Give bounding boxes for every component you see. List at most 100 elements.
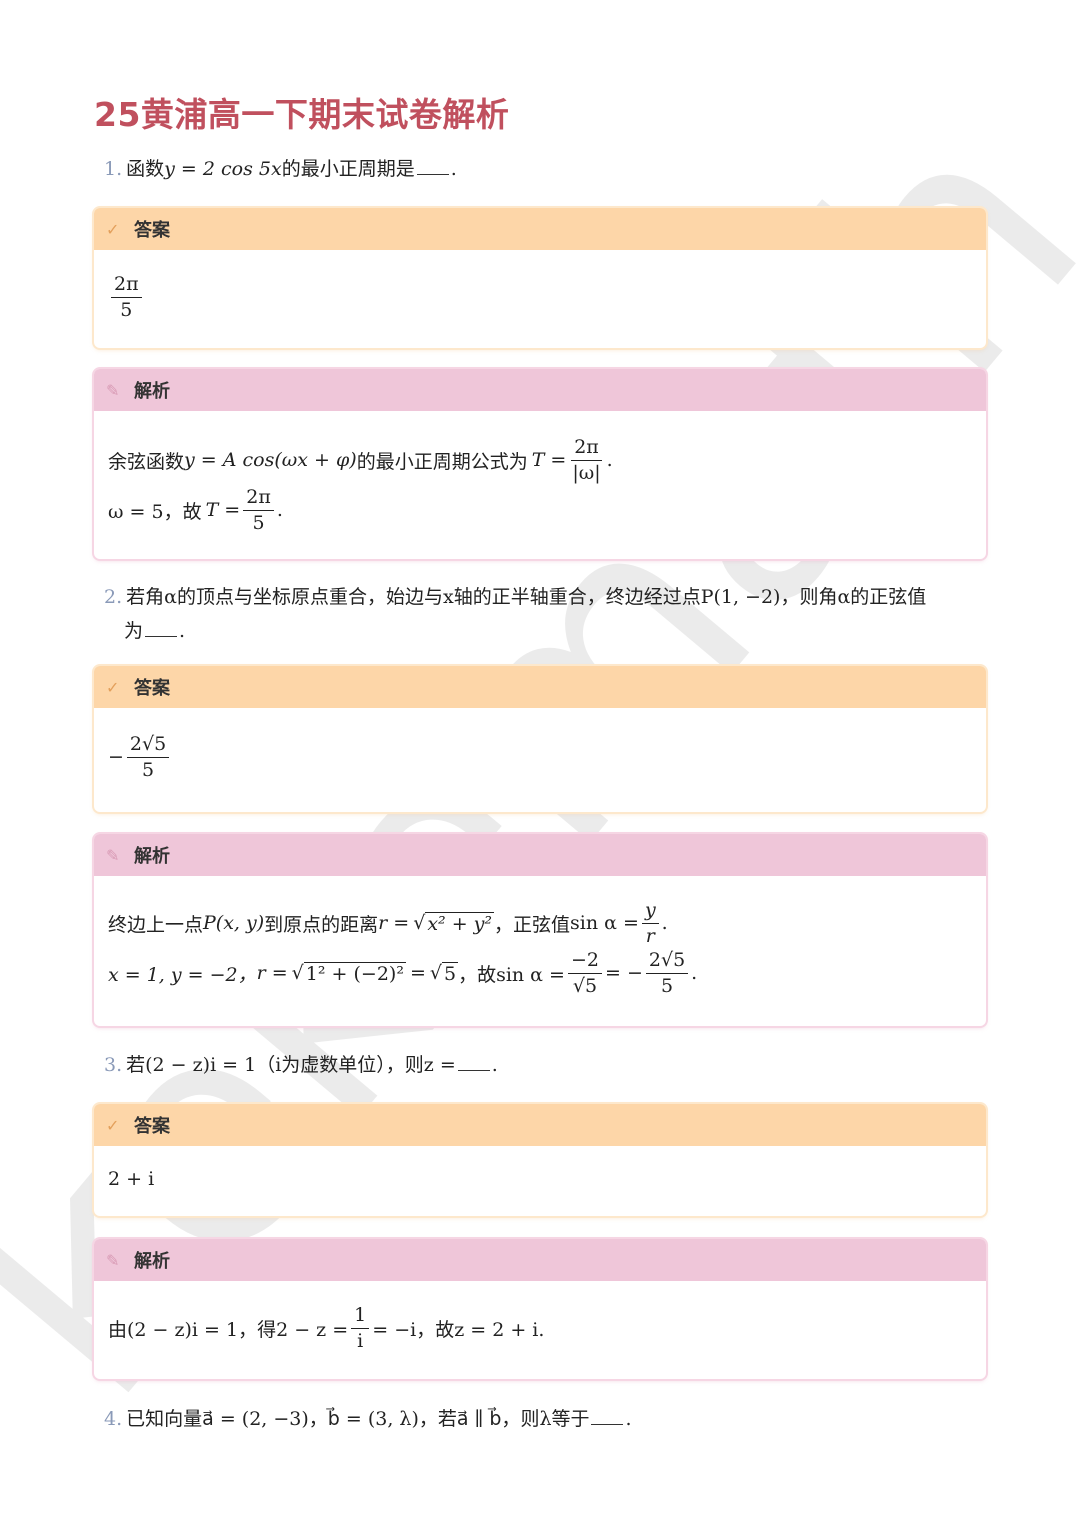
- analysis-text: = −i，故z = 2 + i.: [372, 1318, 545, 1341]
- fraction-denominator: 5: [660, 974, 674, 997]
- question-number: 4.: [104, 1408, 123, 1430]
- answer-label: 答案: [134, 678, 170, 699]
- question-end: .: [491, 1054, 498, 1076]
- analysis-box-1: ✎ 解析 余弦函数 y = A cos(ωx + φ) 的最小正周期公式为 T …: [94, 369, 986, 559]
- analysis-end: .: [661, 912, 668, 935]
- fraction-denominator: 5: [120, 298, 133, 321]
- fraction-numerator: 2π: [111, 274, 142, 298]
- analysis-label: 解析: [134, 1251, 170, 1272]
- analysis-formula: P(x, y): [203, 912, 265, 935]
- fraction-denominator: √5: [572, 974, 598, 997]
- question-text-pre: 函数: [126, 158, 165, 180]
- question-text-post: 的最小正周期是: [281, 158, 415, 180]
- question-text: 若(2 − z)i = 1（i为虚数单位），则z =: [126, 1054, 456, 1076]
- sqrt-content: x² + y²: [425, 911, 495, 935]
- analysis-header: ✎ 解析: [94, 1239, 986, 1281]
- fraction-denominator: 5: [252, 511, 265, 534]
- question-4: 4.已知向量a⃗ = (2, −3)，b⃗ = (3, λ)，若a⃗ ∥ b⃗，…: [104, 1402, 632, 1436]
- fraction-denominator: r: [645, 924, 655, 947]
- answer-box-3: ✓ 答案 2 + i: [94, 1104, 986, 1216]
- answer-blank: [457, 1052, 490, 1071]
- question-text: 为: [124, 620, 144, 642]
- analysis-label: 解析: [134, 846, 170, 867]
- sqrt-sign: √: [413, 912, 426, 935]
- page-title: 25黄浦高一下期末试卷解析: [94, 95, 510, 134]
- fraction-numerator: y: [641, 900, 659, 924]
- question-end: .: [179, 620, 186, 642]
- sqrt-sign: √: [291, 962, 304, 985]
- answer-fraction: 2π 5: [111, 274, 142, 321]
- fraction-denominator: |ω|: [572, 461, 601, 484]
- analysis-text: 的最小正周期公式为: [356, 450, 528, 473]
- analysis-text: 到原点的距离: [264, 913, 379, 936]
- analysis-label: 解析: [134, 381, 170, 402]
- question-2: 2.若角α的顶点与坐标原点重合，始边与x轴的正半轴重合，终边经过点P(1, −2…: [104, 580, 984, 648]
- question-text: 已知向量a⃗ = (2, −3)，b⃗ = (3, λ)，若a⃗ ∥ b⃗，则λ…: [126, 1408, 590, 1430]
- fraction-denominator: 5: [142, 758, 155, 781]
- analysis-line-1: 余弦函数 y = A cos(ωx + φ) 的最小正周期公式为 T = 2π …: [108, 437, 613, 484]
- analysis-text: ，故sin α =: [458, 963, 565, 986]
- analysis-text: 终边上一点: [108, 913, 204, 936]
- analysis-formula: sin α =: [570, 912, 639, 935]
- analysis-text: ，正弦值: [494, 913, 571, 936]
- answer-text: 2 + i: [108, 1168, 155, 1190]
- sqrt-content: 1² + (−2)²: [303, 961, 406, 985]
- question-number: 3.: [104, 1054, 123, 1076]
- analysis-line-1: 由(2 − z)i = 1，得2 − z = 1 i = −i，故z = 2 +…: [108, 1305, 544, 1352]
- analysis-text: 由(2 − z)i = 1，得2 − z =: [108, 1318, 349, 1341]
- analysis-formula: = −: [604, 962, 643, 985]
- analysis-fraction: −2 √5: [567, 950, 602, 997]
- analysis-formula: x = 1, y = −2，: [108, 963, 257, 986]
- analysis-fraction: 2√5 5: [645, 950, 689, 997]
- answer-box-1: ✓ 答案 2π 5: [94, 208, 986, 348]
- check-icon: ✓: [106, 219, 120, 239]
- fraction-numerator: 2π: [571, 437, 602, 461]
- fraction-numerator: −2: [567, 950, 602, 974]
- pencil-icon: ✎: [106, 845, 120, 865]
- question-number: 1.: [104, 158, 123, 180]
- analysis-box-2: ✎ 解析 终边上一点 P(x, y) 到原点的距离 r = √x² + y² ，…: [94, 834, 986, 1026]
- question-formula: y = 2 cos 5x: [164, 158, 282, 180]
- analysis-box-3: ✎ 解析 由(2 − z)i = 1，得2 − z = 1 i = −i，故z …: [94, 1239, 986, 1379]
- answer-header: ✓ 答案: [94, 666, 986, 708]
- analysis-line-2: ω = 5，故 T = 2π 5 .: [108, 487, 283, 534]
- analysis-fraction: 1 i: [351, 1305, 370, 1352]
- analysis-formula: T =: [205, 499, 241, 522]
- answer-sign: −: [108, 746, 124, 769]
- question-number: 2.: [104, 586, 123, 608]
- fraction-numerator: 2√5: [645, 950, 689, 974]
- analysis-formula: =: [409, 962, 426, 985]
- answer-blank: [145, 618, 178, 637]
- analysis-end: .: [691, 962, 698, 985]
- analysis-line-2: x = 1, y = −2， r = √1² + (−2)² = √5 ，故si…: [108, 950, 697, 997]
- analysis-text: 余弦函数: [108, 450, 185, 473]
- answer-box-2: ✓ 答案 − 2√5 5: [94, 666, 986, 812]
- answer-header: ✓ 答案: [94, 1104, 986, 1146]
- question-text: 若角α的顶点与坐标原点重合，始边与x轴的正半轴重合，终边经过点P(1, −2)，…: [126, 586, 927, 608]
- question-3: 3.若(2 − z)i = 1（i为虚数单位），则z =.: [104, 1048, 498, 1082]
- sqrt-content: 5: [441, 961, 459, 985]
- pencil-icon: ✎: [106, 380, 120, 400]
- answer-blank: [416, 156, 449, 175]
- answer-value: 2π 5: [108, 274, 145, 321]
- analysis-header: ✎ 解析: [94, 369, 986, 411]
- sqrt-sign: √: [429, 962, 442, 985]
- analysis-formula: r =: [378, 912, 410, 935]
- answer-fraction: 2√5 5: [126, 734, 170, 781]
- question-end: .: [450, 158, 457, 180]
- analysis-text: ω = 5，故: [108, 500, 202, 523]
- fraction-numerator: 2π: [243, 487, 274, 511]
- analysis-formula: y = A cos(ωx + φ): [184, 449, 357, 472]
- check-icon: ✓: [106, 677, 120, 697]
- check-icon: ✓: [106, 1115, 120, 1135]
- answer-blank: [591, 1406, 624, 1425]
- answer-label: 答案: [134, 1116, 170, 1137]
- analysis-formula: T =: [531, 449, 567, 472]
- analysis-end: .: [276, 499, 283, 522]
- fraction-numerator: 1: [351, 1305, 370, 1329]
- analysis-fraction: 2π |ω|: [569, 437, 603, 484]
- answer-header: ✓ 答案: [94, 208, 986, 250]
- pencil-icon: ✎: [106, 1250, 120, 1270]
- question-1: 1.函数y = 2 cos 5x的最小正周期是.: [104, 152, 457, 186]
- question-end: .: [625, 1408, 632, 1430]
